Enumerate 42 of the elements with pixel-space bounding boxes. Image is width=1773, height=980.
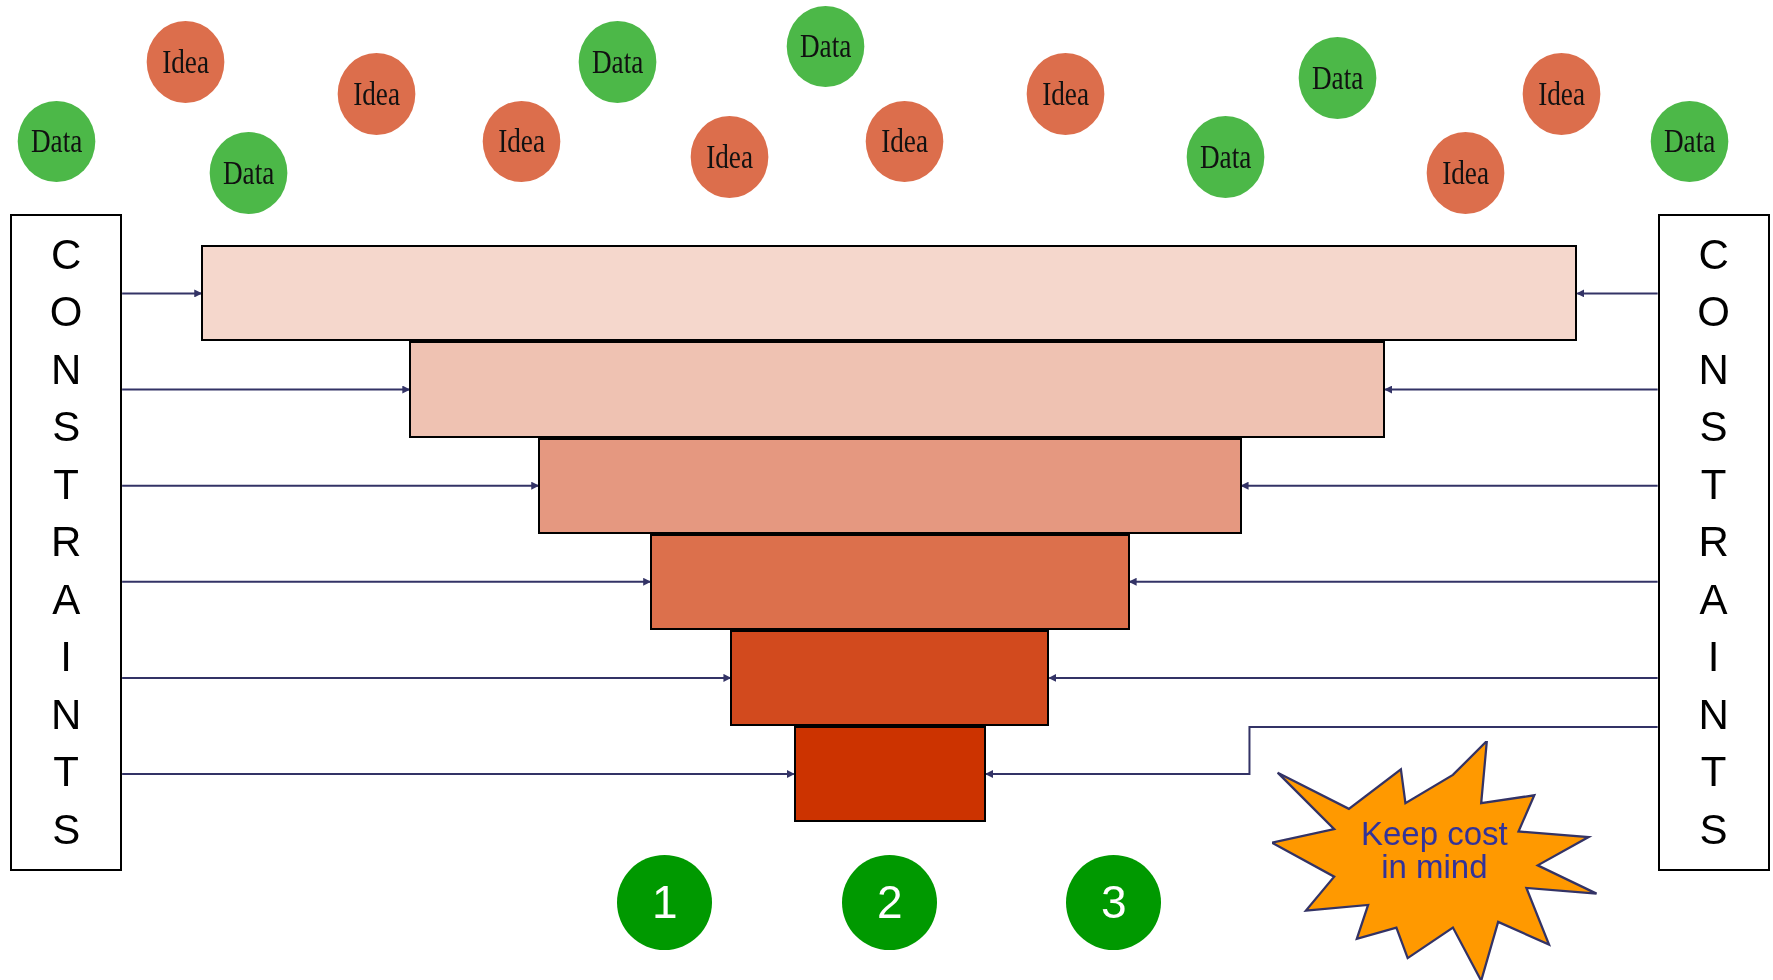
callout-text: Keep cost in mind <box>1359 817 1509 884</box>
funnel-bar <box>538 437 1242 534</box>
arrow <box>1384 385 1659 394</box>
step-circle: 2 <box>842 854 938 950</box>
arrow <box>1240 481 1659 490</box>
arrow <box>1048 673 1659 682</box>
constraints-box <box>10 213 123 871</box>
oval-bubble: Data <box>209 132 288 214</box>
funnel-bar <box>793 725 986 823</box>
funnel-bar <box>409 341 1386 438</box>
arrow <box>121 481 540 490</box>
funnel-bar <box>650 533 1130 630</box>
oval-bubble: Idea <box>482 100 561 183</box>
arrow <box>121 770 795 778</box>
oval-bubble: Idea <box>690 116 769 198</box>
arrow <box>1128 577 1659 586</box>
oval-bubble: Data <box>17 100 96 183</box>
oval-bubble: Idea <box>337 53 416 135</box>
arrow <box>121 577 652 586</box>
oval-bubble: Data <box>1650 100 1729 183</box>
arrow <box>121 289 203 298</box>
arrow <box>985 726 1659 778</box>
step-circle: 3 <box>1066 854 1162 950</box>
oval-bubble: Data <box>1186 116 1265 198</box>
oval-bubble: Idea <box>1426 132 1505 214</box>
funnel-bar <box>730 629 1050 726</box>
arrow <box>1576 289 1659 298</box>
starburst-callout <box>1272 740 1597 980</box>
arrow <box>121 673 732 682</box>
oval-bubble: Data <box>786 5 865 88</box>
oval-bubble: Idea <box>1026 53 1105 135</box>
arrow <box>121 385 411 394</box>
oval-bubble: Idea <box>146 21 225 103</box>
oval-bubble: Idea <box>865 100 944 183</box>
vertical-label: CONSTRAINTS <box>1696 229 1731 855</box>
funnel-bar <box>201 245 1578 342</box>
oval-bubble: Data <box>1298 37 1377 119</box>
oval-bubble: Data <box>578 21 657 103</box>
constraints-box <box>1657 213 1770 871</box>
step-circle: 1 <box>617 854 713 950</box>
vertical-label: CONSTRAINTS <box>48 229 84 855</box>
oval-bubble: Idea <box>1522 53 1601 135</box>
